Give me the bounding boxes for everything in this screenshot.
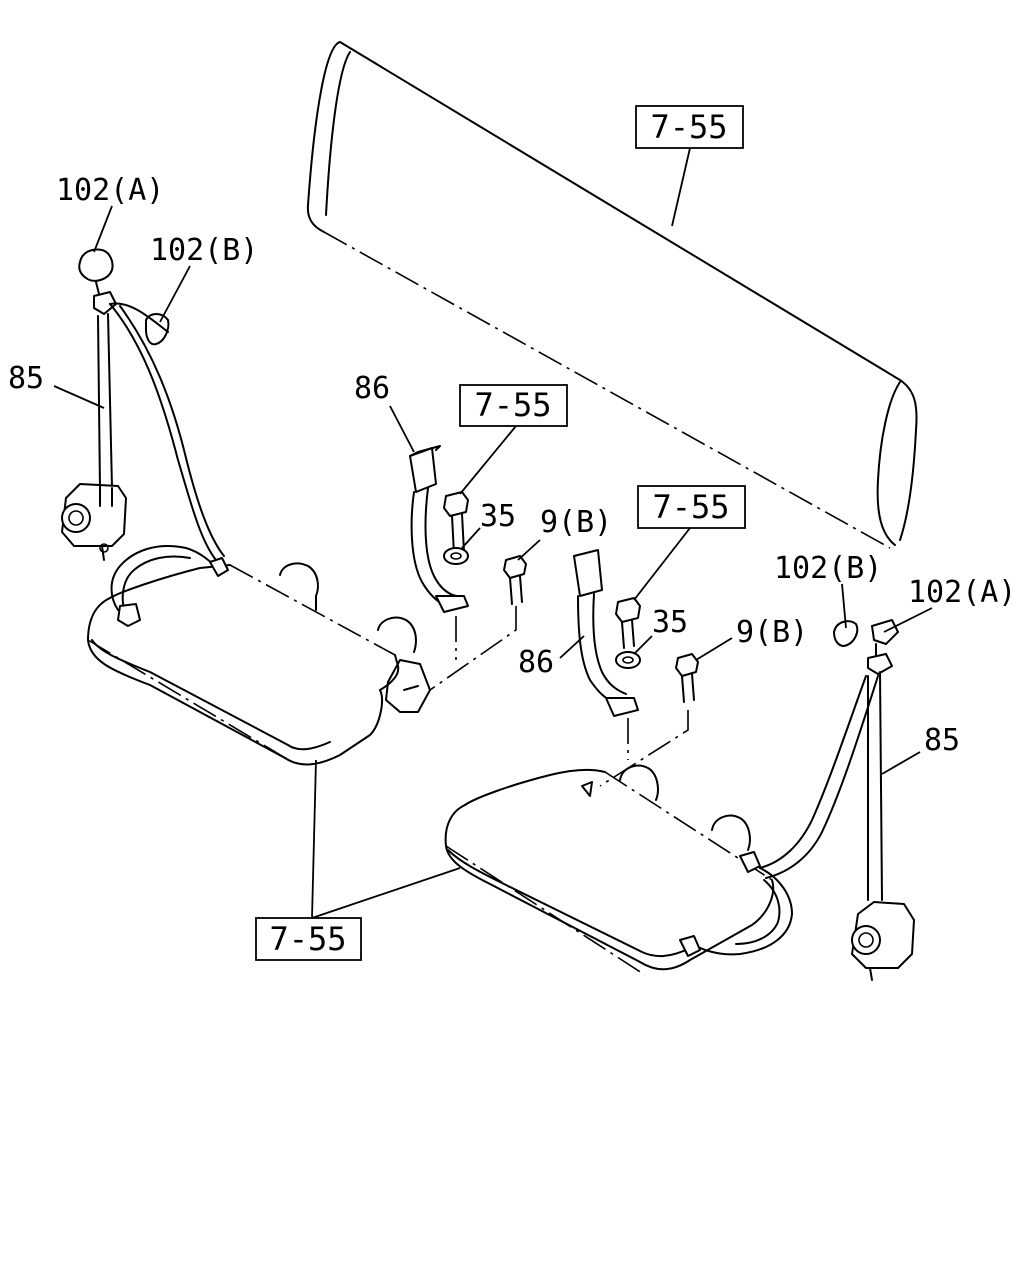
left-seat-cushion [87, 562, 431, 766]
part-label-left-35: 35 [480, 499, 516, 534]
part-label-left-102b: 102(B) [150, 233, 258, 268]
part-label-left-85: 85 [8, 361, 44, 396]
reference-label: 7-55 [269, 920, 346, 958]
reference-box-backrest[interactable]: 7-55 [635, 105, 744, 149]
part-label-right-9b: 9(B) [736, 615, 808, 650]
right-seat-cushion [444, 764, 775, 976]
part-label-right-102a: 102(A) [908, 575, 1016, 610]
left-seat-belt-retractor [61, 248, 229, 627]
right-buckle-assembly [573, 549, 699, 787]
reference-box-left-buckle[interactable]: 7-55 [459, 384, 568, 427]
part-label-right-102b: 102(B) [774, 551, 882, 586]
reference-box-right-buckle[interactable]: 7-55 [637, 485, 746, 529]
part-label-right-86: 86 [518, 645, 554, 680]
right-seat-belt-retractor [679, 619, 915, 981]
reference-label: 7-55 [650, 108, 727, 146]
seat-backrest [306, 41, 918, 549]
part-label-left-9b: 9(B) [540, 505, 612, 540]
reference-box-cushions[interactable]: 7-55 [255, 917, 362, 961]
left-buckle-assembly [409, 445, 527, 691]
part-label-right-85: 85 [924, 723, 960, 758]
part-label-right-35: 35 [652, 605, 688, 640]
part-label-left-102a: 102(A) [56, 173, 164, 208]
reference-label: 7-55 [474, 386, 551, 424]
leader-lines [53, 147, 933, 919]
reference-label: 7-55 [652, 488, 729, 526]
part-label-left-86: 86 [354, 371, 390, 406]
